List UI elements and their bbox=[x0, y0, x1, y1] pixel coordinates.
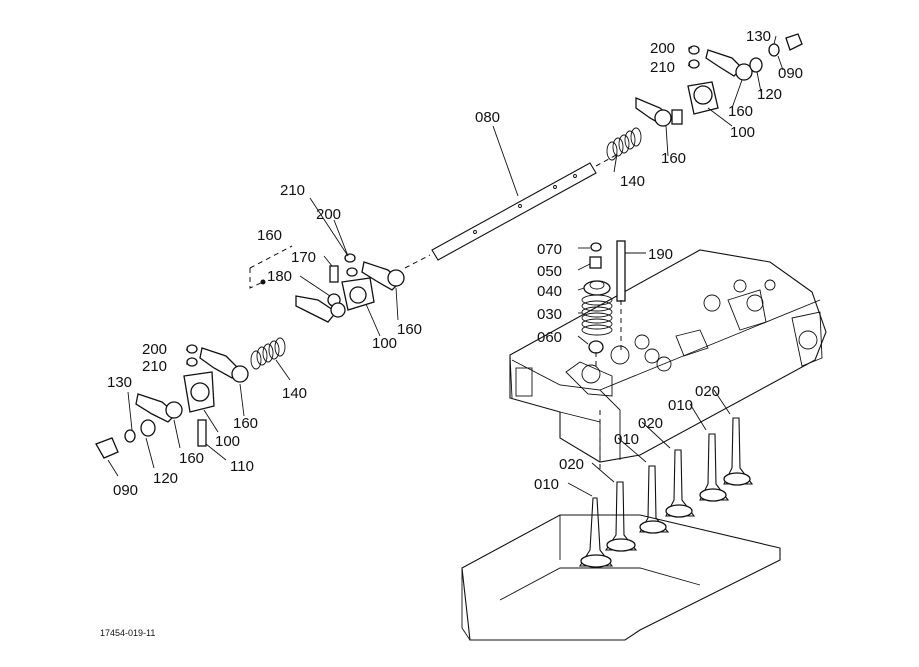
label-cotter: 070 bbox=[537, 241, 562, 258]
valve-spring-stack bbox=[581, 240, 626, 368]
label-rocker-left: 160 bbox=[179, 450, 204, 467]
label-bracket-mid: 100 bbox=[372, 335, 397, 352]
callout-labels: 080 140 160 100 160 120 090 130 200 210 … bbox=[100, 28, 803, 638]
label-arm-left: 160 bbox=[233, 415, 258, 432]
label-rocker-right-inner: 160 bbox=[661, 150, 686, 167]
label-bolt-right: 090 bbox=[778, 65, 803, 82]
label-nut-left: 200 bbox=[142, 341, 167, 358]
right-rocker-group bbox=[606, 33, 803, 161]
label-spring-seat: 040 bbox=[537, 283, 562, 300]
label-screw-mid: 180 bbox=[267, 268, 292, 285]
label-nut-mid: 200 bbox=[316, 206, 341, 223]
label-washer-left: 120 bbox=[153, 470, 178, 487]
label-spring-left: 140 bbox=[282, 385, 307, 402]
label-bracket-right: 100 bbox=[730, 124, 755, 141]
label-valve-d: 020 bbox=[638, 415, 663, 432]
label-valve-e: 010 bbox=[668, 397, 693, 414]
left-rocker-group bbox=[95, 337, 286, 459]
label-washer-small-right: 210 bbox=[650, 59, 675, 76]
label-arm-mid: 160 bbox=[397, 321, 422, 338]
label-bracket-group: 160 bbox=[257, 227, 282, 244]
label-arm-right-outer: 160 bbox=[728, 103, 753, 120]
label-plug-right: 130 bbox=[746, 28, 771, 45]
label-rocker-shaft: 080 bbox=[475, 109, 500, 126]
label-valve-spring: 030 bbox=[537, 306, 562, 323]
label-pin-mid: 170 bbox=[291, 249, 316, 266]
rocker-shaft bbox=[404, 153, 619, 269]
figure-code: 17454-019-11 bbox=[100, 628, 155, 638]
label-valve-a: 010 bbox=[534, 476, 559, 493]
label-stud: 190 bbox=[648, 246, 673, 263]
engine-block bbox=[461, 514, 781, 641]
label-washer-small-left: 210 bbox=[142, 358, 167, 375]
label-nut-right: 200 bbox=[650, 40, 675, 57]
cylinder-head bbox=[509, 249, 827, 470]
label-bolt-left: 090 bbox=[113, 482, 138, 499]
valve-set bbox=[579, 417, 754, 568]
label-spring-right: 140 bbox=[620, 173, 645, 190]
leader-lines bbox=[107, 35, 784, 497]
label-plug-left: 130 bbox=[107, 374, 132, 391]
label-valve-f: 020 bbox=[695, 383, 720, 400]
label-washer-small-mid: 210 bbox=[280, 182, 305, 199]
label-pin-left: 110 bbox=[230, 458, 254, 475]
label-stem-seal: 060 bbox=[537, 329, 562, 346]
label-washer-right: 120 bbox=[757, 86, 782, 103]
label-bracket-left: 100 bbox=[215, 433, 240, 450]
label-valve-b: 020 bbox=[559, 456, 584, 473]
middle-rocker-group bbox=[249, 245, 405, 323]
label-retainer: 050 bbox=[537, 263, 562, 280]
label-valve-c: 010 bbox=[614, 431, 639, 448]
